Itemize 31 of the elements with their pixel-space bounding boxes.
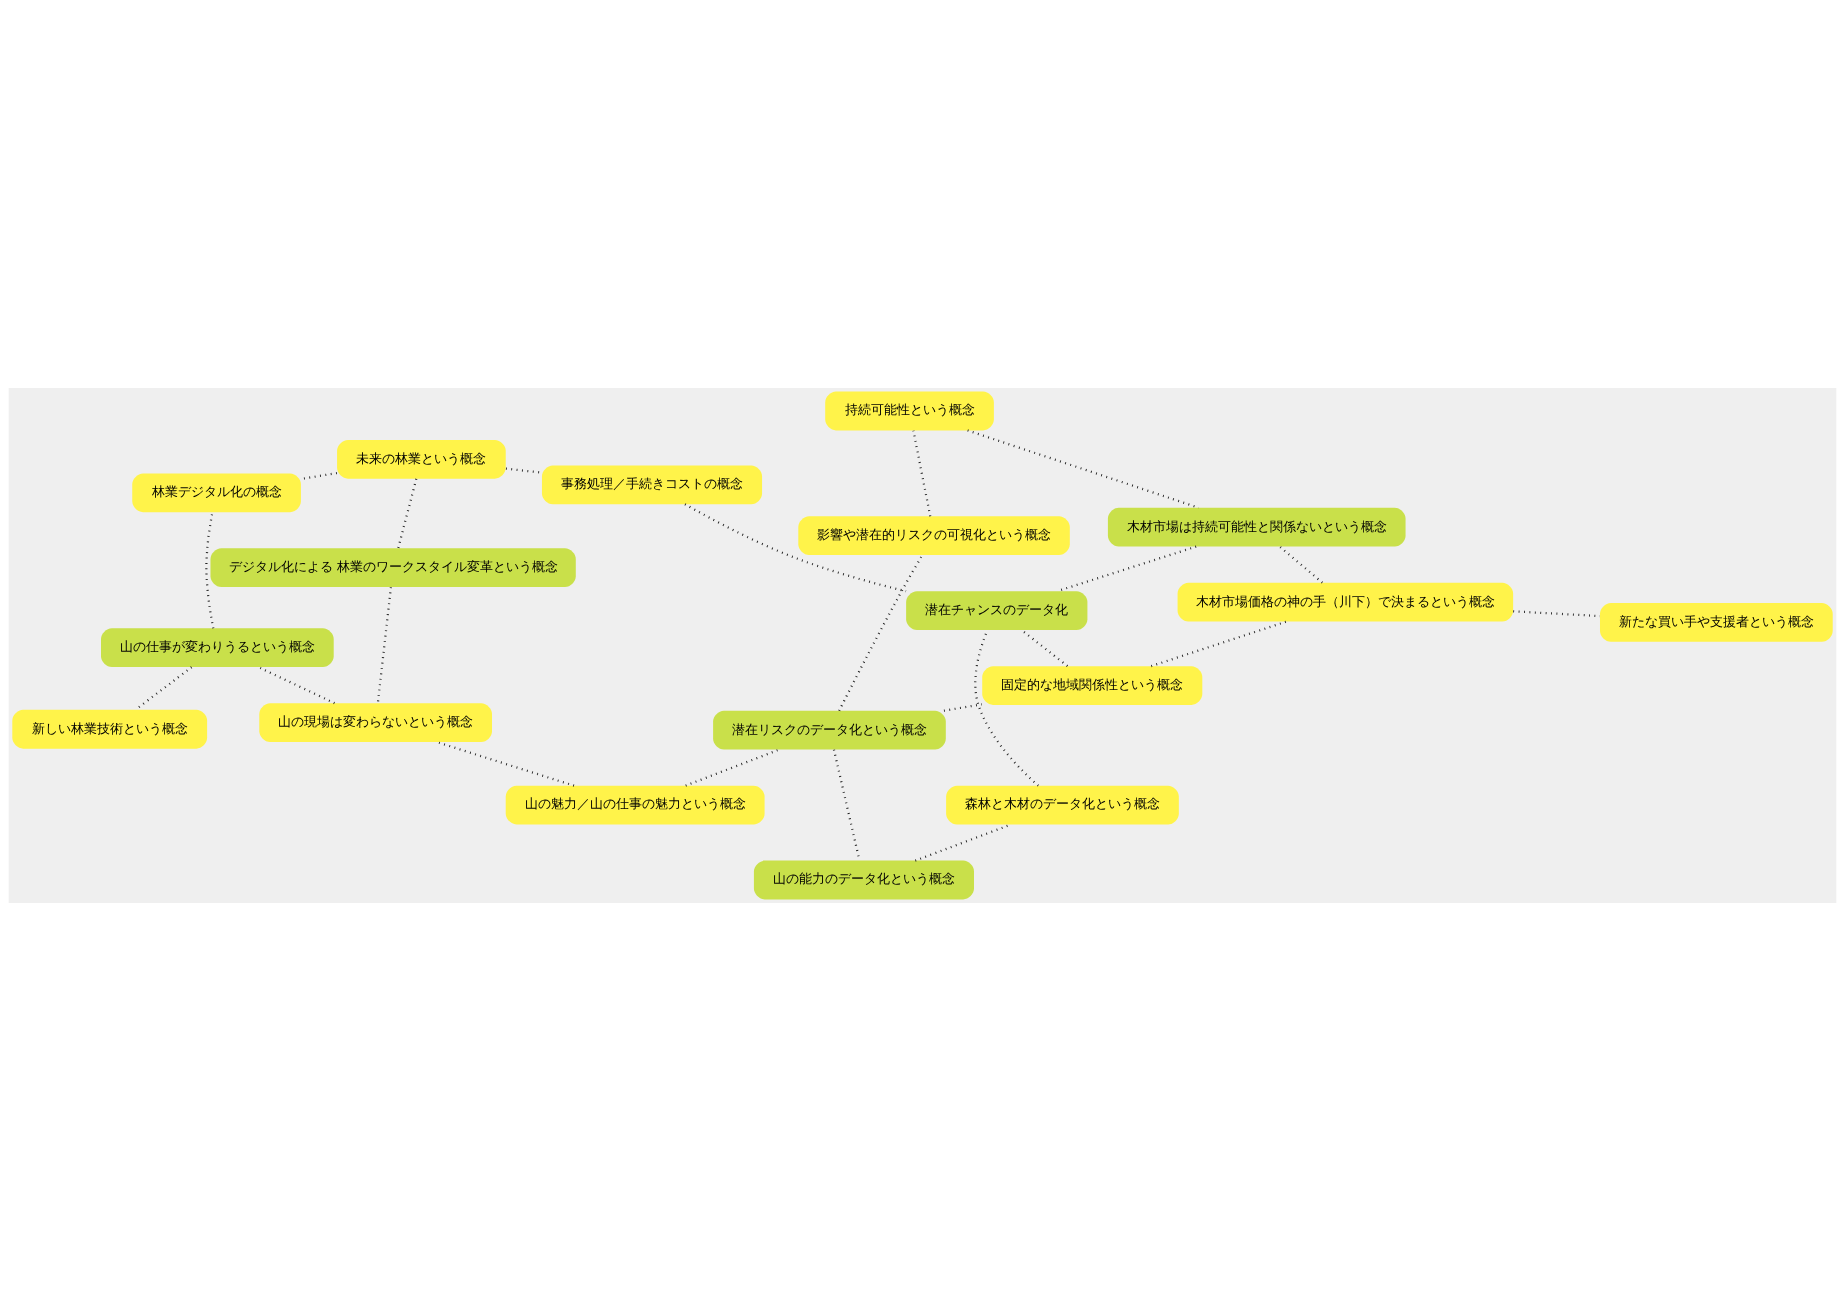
connector: [397, 478, 418, 548]
connector: [1021, 628, 1069, 667]
connector: [436, 740, 575, 787]
node-box: 未来の林業という概念: [337, 439, 506, 479]
node-box: 固定的な地域関係性という概念: [982, 665, 1203, 705]
node-box: 森林と木材のデータ化という概念: [946, 785, 1179, 824]
node-box: デジタル化による 林業のワークスタイル変革という概念: [210, 547, 576, 587]
connector: [258, 665, 335, 704]
connector: [301, 471, 338, 480]
connector: [1278, 545, 1324, 584]
connector: [376, 586, 393, 703]
node-box: 新たな買い手や支援者という概念: [1600, 602, 1833, 642]
node-box: 山の仕事が変わりうるという概念: [101, 627, 334, 667]
node-box: 林業デジタル化の概念: [132, 472, 301, 512]
node-box: 木材市場価格の神の手（川下）で決まるという概念: [1177, 582, 1514, 622]
node-box: 山の魅力／山の仕事の魅力という概念: [505, 785, 765, 824]
node-box: 木材市場は持続可能性と関係ないという概念: [1107, 507, 1406, 547]
node-box: 持続可能性という概念: [825, 391, 994, 430]
node-box: 山の能力のデータ化という概念: [753, 860, 974, 899]
connector: [943, 702, 983, 712]
node-box: 新しい林業技術という概念: [12, 709, 208, 749]
node-box: 潜在リスクのデータ化という概念: [713, 710, 946, 750]
node-box: 影響や潜在的リスクの可視化という概念: [798, 515, 1070, 555]
connector: [205, 511, 215, 628]
connector: [1150, 620, 1287, 667]
node-box: 潜在チャンスのデータ化: [906, 590, 1088, 630]
connector: [838, 554, 924, 711]
connector: [505, 467, 542, 474]
node-box: 山の現場は変わらないという概念: [259, 702, 492, 742]
node-box: 事務処理／手続きコストの概念: [541, 464, 763, 504]
connector: [685, 748, 780, 787]
